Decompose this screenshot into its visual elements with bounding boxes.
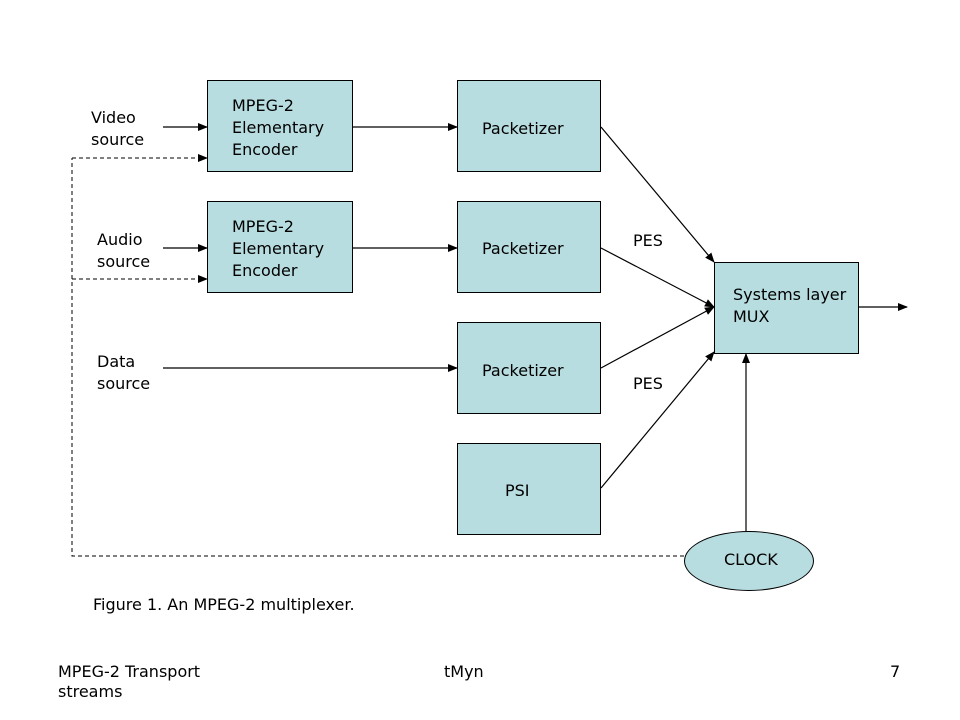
data-pes-arrow (600, 306, 715, 369)
audio-pes-arrow (600, 247, 715, 308)
audio-encoder-box: MPEG-2 Elementary Encoder (207, 201, 353, 293)
audio-encoder-label: MPEG-2 Elementary Encoder (232, 217, 325, 280)
psi-box: PSI (457, 443, 601, 535)
clock-label: CLOCK (724, 550, 778, 569)
footer-author: tMyn (444, 662, 484, 681)
audio-packetizer-label: Packetizer (482, 239, 564, 258)
audio-packetizer-box: Packetizer (457, 201, 601, 293)
clock-node: CLOCK (684, 531, 814, 591)
psi-label: PSI (505, 481, 530, 500)
video-packetizer-box: Packetizer (457, 80, 601, 172)
footer-title: MPEG-2 Transport streams (58, 662, 201, 701)
data-packetizer-box: Packetizer (457, 322, 601, 414)
video-packetizer-label: Packetizer (482, 119, 564, 138)
psi-arrow (600, 351, 715, 489)
video-source-label: Video source (91, 108, 145, 149)
pes-label-2: PES (633, 374, 663, 393)
video-encoder-box: MPEG-2 Elementary Encoder (207, 80, 353, 172)
data-source-label: Data source (97, 352, 151, 393)
video-pes-arrow (600, 126, 715, 263)
page-number: 7 (890, 662, 901, 681)
systems-mux-label: Systems layer MUX (733, 285, 847, 326)
video-encoder-label: MPEG-2 Elementary Encoder (232, 96, 325, 159)
clock-dashed-line (71, 158, 684, 557)
data-packetizer-label: Packetizer (482, 361, 564, 380)
pes-label-1: PES (633, 231, 663, 250)
figure-caption: Figure 1. An MPEG-2 multiplexer. (93, 595, 355, 614)
audio-source-label: Audio source (97, 230, 151, 271)
systems-mux-box: Systems layer MUX (714, 262, 859, 354)
